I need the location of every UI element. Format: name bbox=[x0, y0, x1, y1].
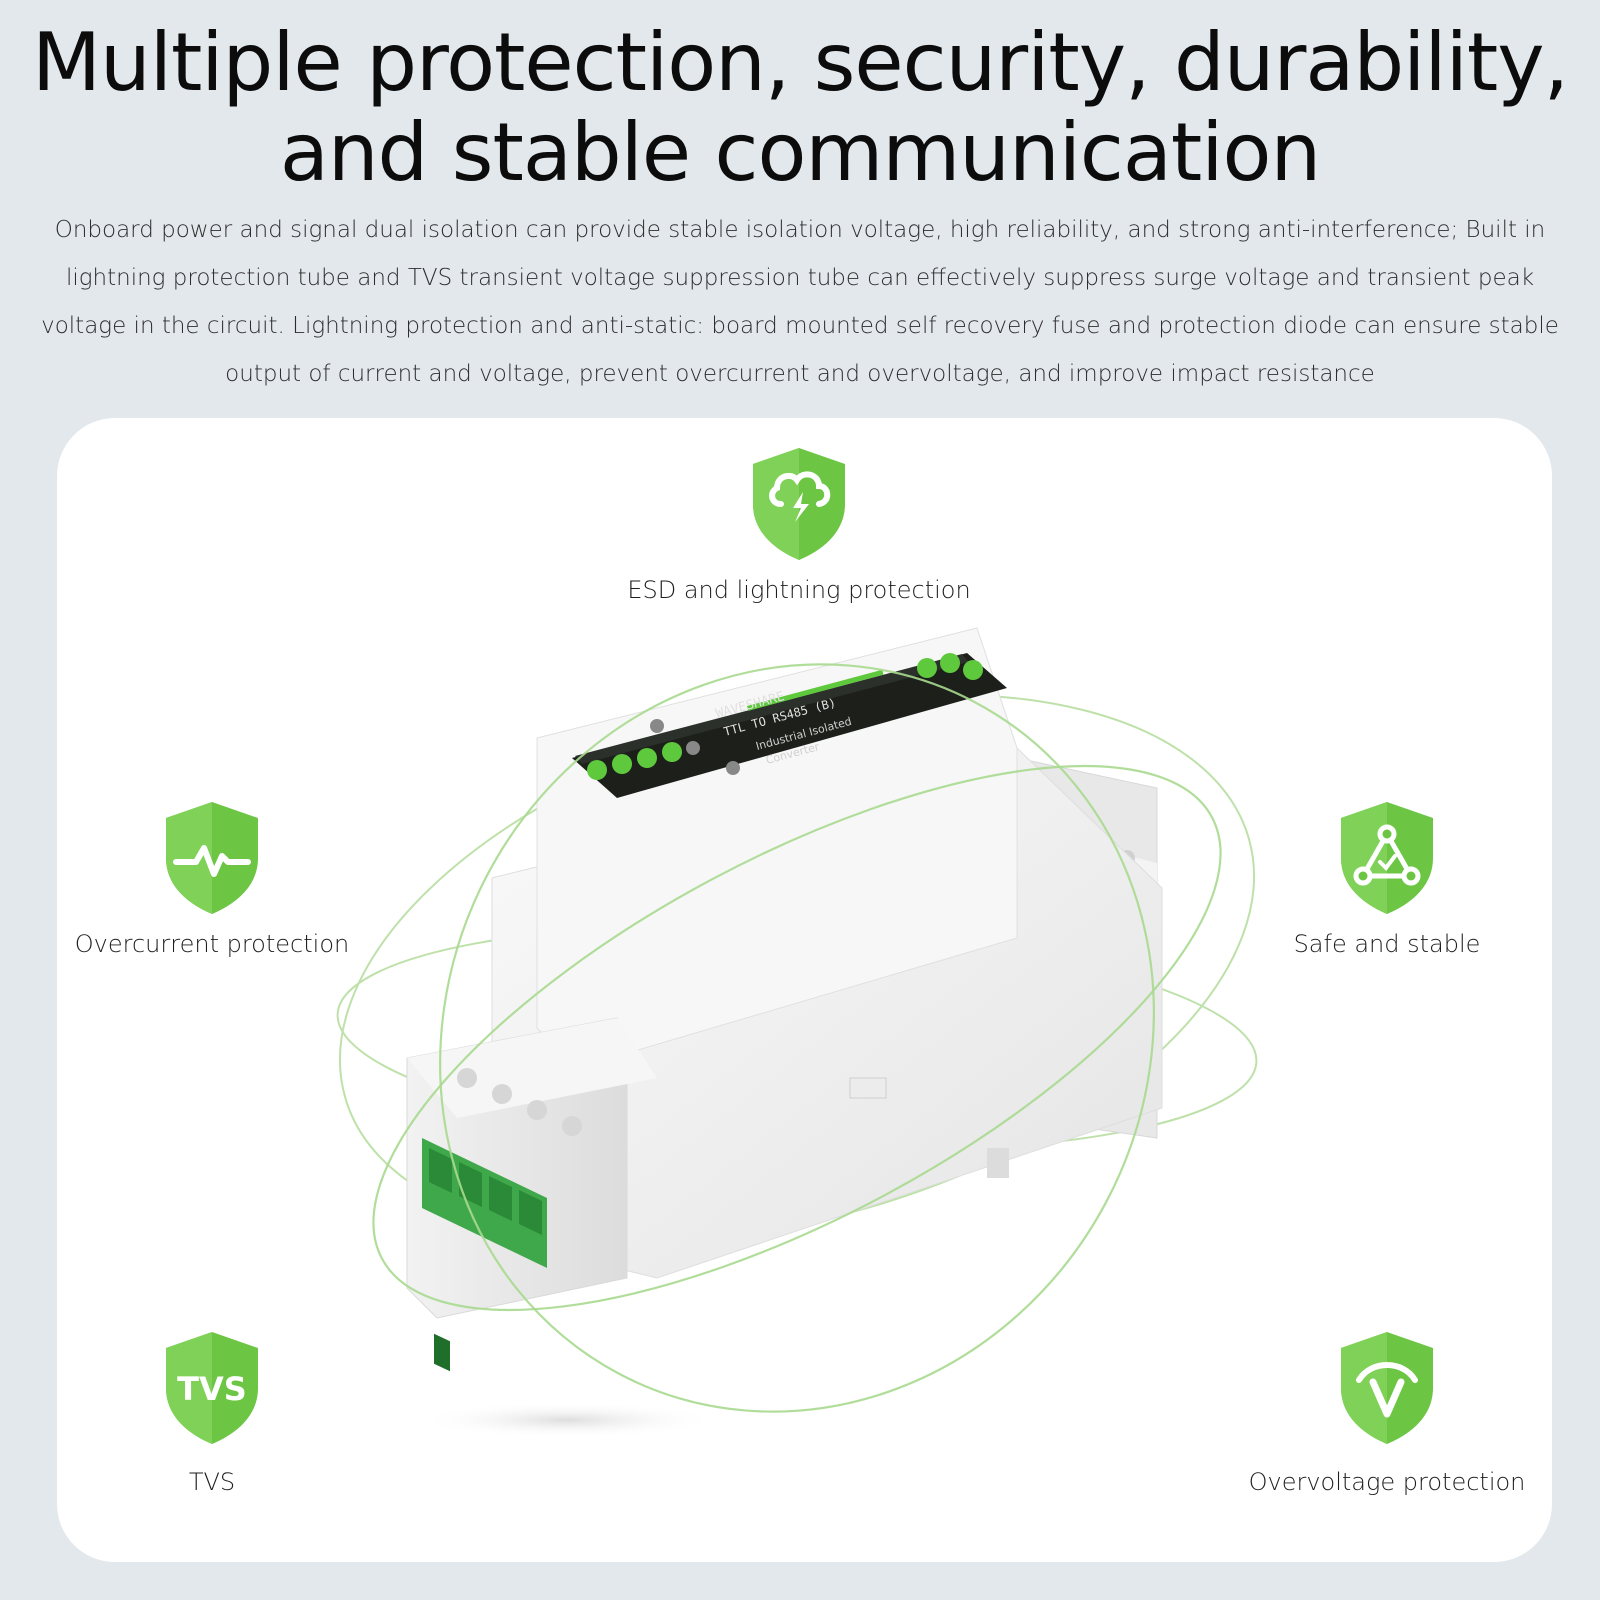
tvs-shield-icon: TVS bbox=[166, 1332, 258, 1444]
feature-overcurrent-label: Overcurrent protection bbox=[74, 930, 350, 958]
feature-overvoltage-label: Overvoltage protection bbox=[1248, 1468, 1526, 1496]
feature-overcurrent: Overcurrent protection bbox=[57, 800, 367, 958]
title-line-2: and stable communication bbox=[279, 106, 1321, 199]
page-title: Multiple protection, security, durabilit… bbox=[0, 18, 1600, 198]
description-paragraph: Onboard power and signal dual isolation … bbox=[41, 217, 1559, 387]
feature-card: WAVESHARE TTL TO RS485 (B) Industrial Is… bbox=[57, 418, 1552, 1562]
svg-text:TVS: TVS bbox=[177, 1370, 247, 1408]
gauge-shield-icon bbox=[1341, 1332, 1433, 1444]
feature-overvoltage: Overvoltage protection bbox=[1227, 1330, 1547, 1496]
feature-safe-stable-label: Safe and stable bbox=[1293, 930, 1481, 958]
title-line-1: Multiple protection, security, durabilit… bbox=[31, 16, 1569, 109]
feature-safe-stable: Safe and stable bbox=[1257, 800, 1517, 958]
feature-tvs: TVS TVS bbox=[112, 1330, 312, 1496]
triangle-network-shield-icon bbox=[1341, 802, 1433, 914]
feature-esd-label: ESD and lightning protection bbox=[627, 576, 971, 604]
device-illustration: WAVESHARE TTL TO RS485 (B) Industrial Is… bbox=[336, 627, 1258, 1438]
feature-esd: ESD and lightning protection bbox=[599, 446, 999, 604]
pulse-shield-icon bbox=[166, 802, 258, 914]
feature-tvs-label: TVS bbox=[188, 1468, 236, 1496]
lightning-cloud-shield-icon bbox=[753, 448, 845, 560]
